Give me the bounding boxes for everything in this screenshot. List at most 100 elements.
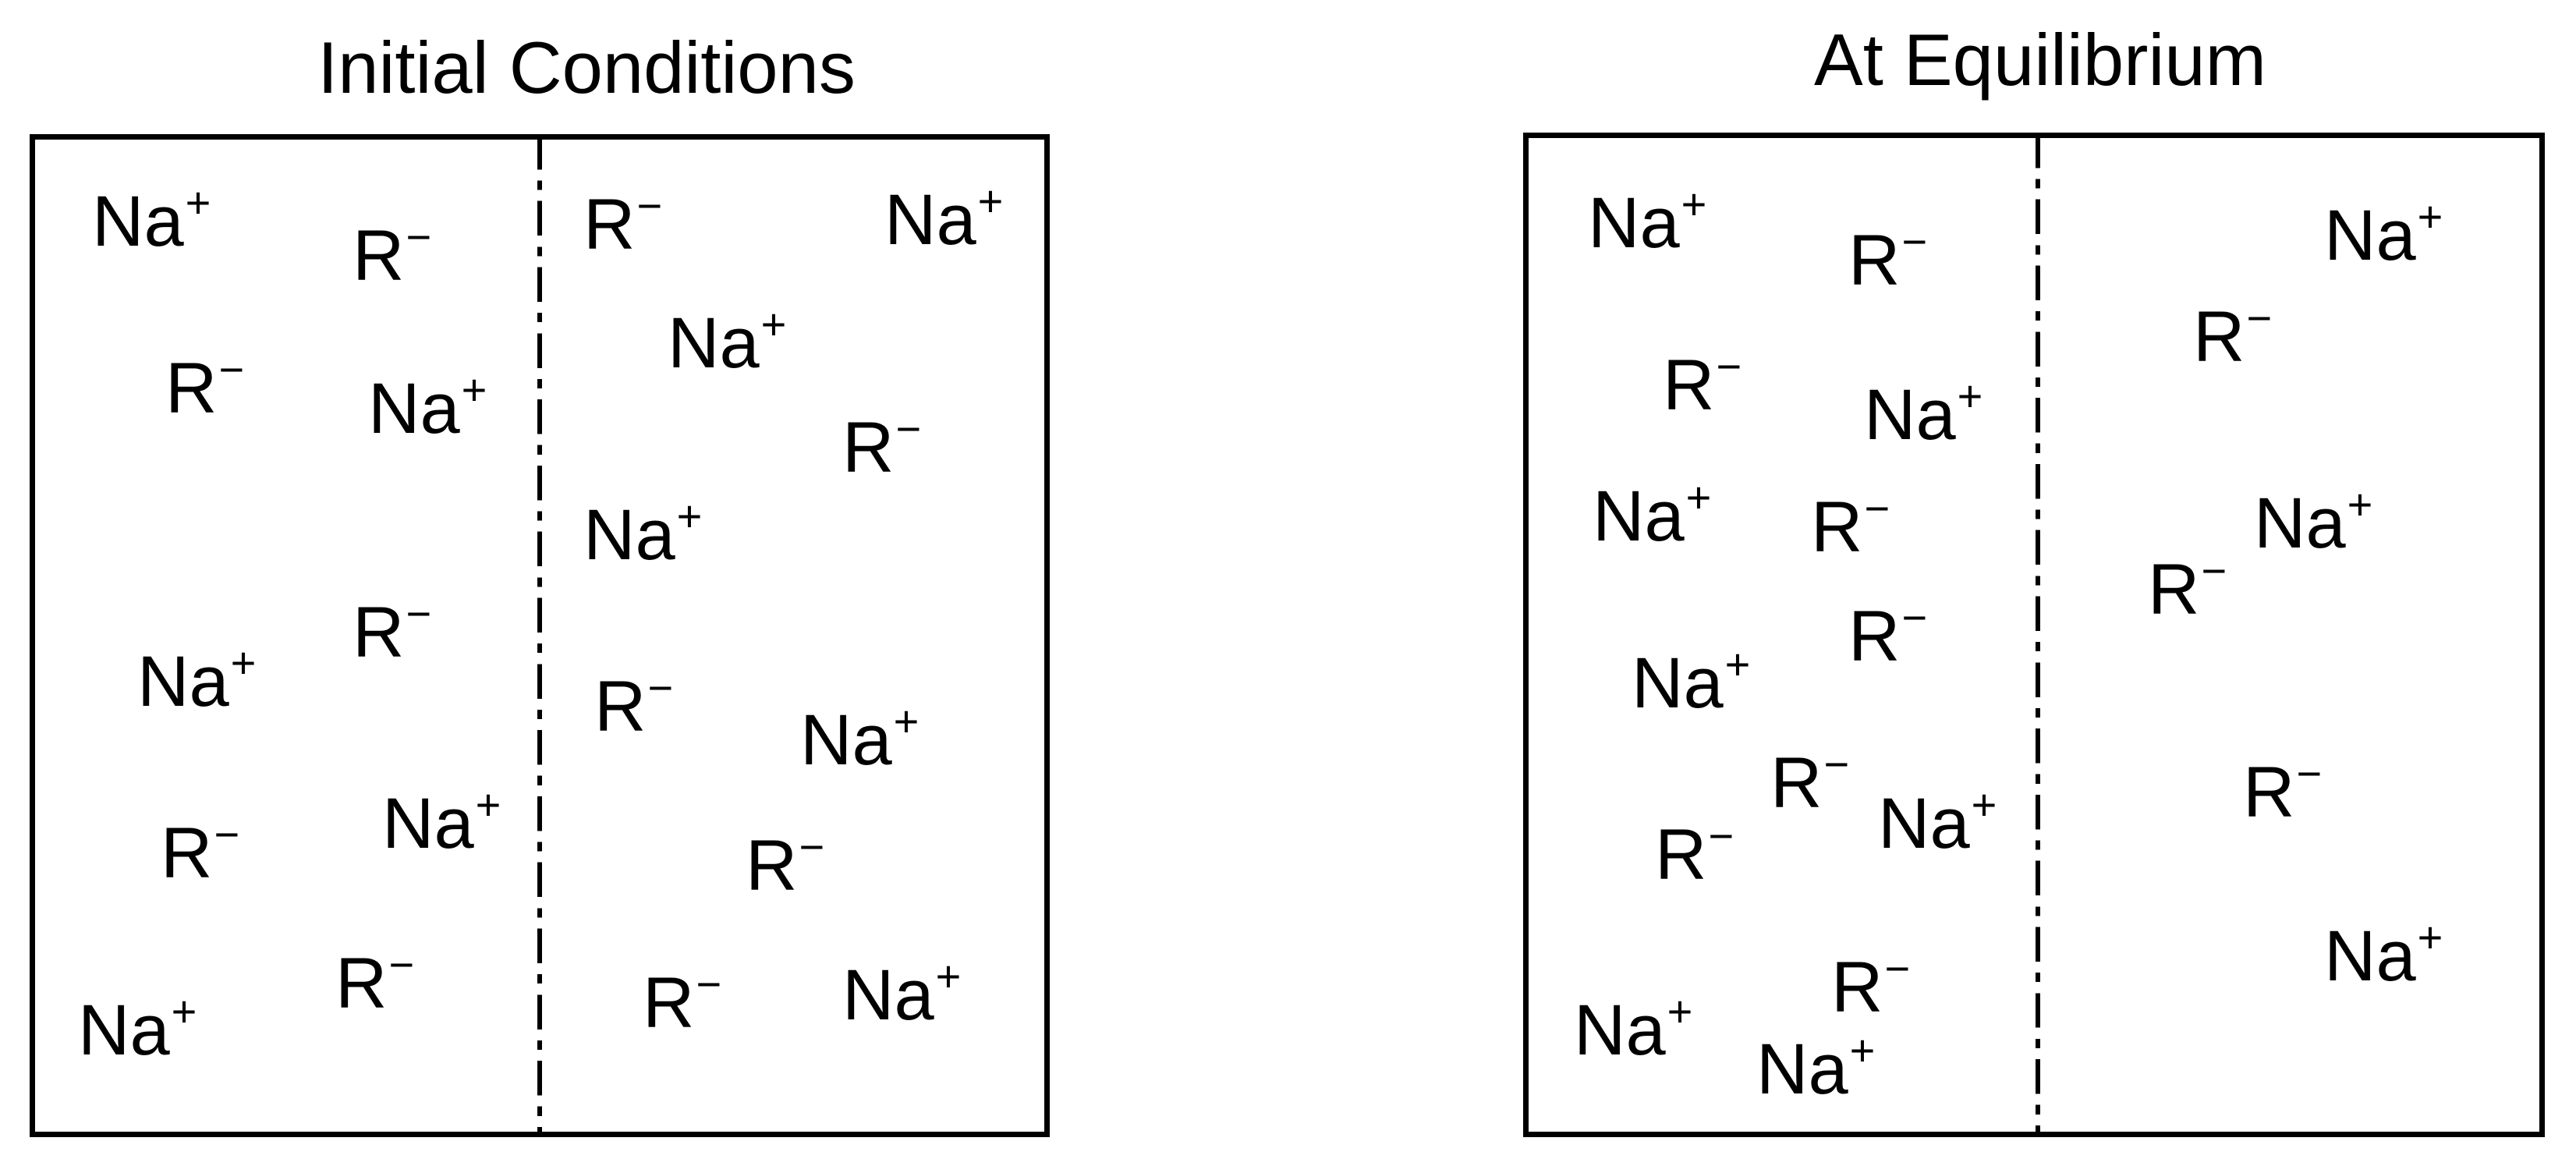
sodium-ion: Na+: [368, 368, 487, 445]
positive-charge: +: [475, 780, 501, 829]
anion: R−: [2148, 549, 2227, 626]
positive-charge: +: [977, 176, 1004, 225]
sodium-ion: Na+: [2324, 916, 2443, 993]
positive-charge: +: [230, 638, 257, 687]
anion: R−: [1655, 814, 1734, 891]
anion: R−: [1663, 345, 1742, 422]
positive-charge: +: [1667, 987, 1693, 1036]
initial-conditions-container: [30, 134, 1050, 1137]
sodium-symbol: Na: [78, 991, 170, 1070]
sodium-symbol: Na: [1864, 375, 1956, 455]
anion-symbol: R: [746, 826, 798, 906]
sodium-symbol: Na: [842, 955, 934, 1035]
sodium-ion: Na+: [1632, 643, 1750, 720]
sodium-ion: Na+: [668, 303, 786, 380]
sodium-symbol: Na: [884, 180, 976, 260]
anion-symbol: R: [161, 813, 213, 893]
sodium-symbol: Na: [2254, 484, 2346, 563]
anion-symbol: R: [1770, 743, 1823, 823]
sodium-symbol: Na: [1878, 784, 1970, 863]
positive-charge: +: [893, 696, 919, 746]
sodium-ion: Na+: [382, 783, 501, 860]
sodium-ion: Na+: [1593, 476, 1711, 553]
sodium-symbol: Na: [1632, 643, 1724, 723]
negative-charge: −: [2201, 546, 2227, 595]
negative-charge: −: [1716, 342, 1742, 391]
anion: R−: [1811, 487, 1890, 564]
sodium-symbol: Na: [382, 784, 474, 863]
anion-symbol: R: [165, 349, 218, 428]
sodium-symbol: Na: [668, 303, 760, 383]
positive-charge: +: [1685, 473, 1712, 522]
anion: R−: [2193, 296, 2272, 374]
sodium-symbol: Na: [2324, 916, 2416, 996]
negative-charge: −: [1864, 484, 1890, 533]
sodium-ion: Na+: [92, 181, 211, 258]
positive-charge: +: [1681, 179, 1707, 229]
sodium-symbol: Na: [2324, 196, 2416, 275]
negative-charge: −: [218, 345, 245, 394]
anion: R−: [161, 813, 239, 890]
negative-charge: −: [696, 959, 722, 1008]
negative-charge: −: [1823, 739, 1850, 789]
semipermeable-membrane: [2036, 138, 2040, 1132]
anion: R−: [335, 943, 414, 1020]
anion: R−: [353, 215, 431, 292]
positive-charge: +: [676, 491, 703, 540]
anion: R−: [594, 666, 673, 743]
sodium-ion: Na+: [78, 990, 197, 1067]
negative-charge: −: [895, 404, 922, 453]
anion-symbol: R: [1848, 597, 1901, 676]
anion-symbol: R: [842, 408, 895, 487]
sodium-symbol: Na: [137, 642, 229, 721]
anion: R−: [165, 348, 244, 425]
anion-symbol: R: [594, 667, 647, 746]
sodium-ion: Na+: [1864, 374, 1982, 452]
negative-charge: −: [1901, 593, 1928, 642]
sodium-ion: Na+: [137, 641, 256, 718]
positive-charge: +: [1971, 780, 1997, 829]
sodium-ion: Na+: [1756, 1029, 1875, 1106]
positive-charge: +: [2417, 192, 2443, 241]
negative-charge: −: [2246, 293, 2273, 342]
sodium-symbol: Na: [1588, 183, 1680, 263]
anion: R−: [643, 962, 721, 1040]
sodium-ion: Na+: [800, 700, 919, 777]
anion: R−: [1831, 947, 1910, 1024]
sodium-symbol: Na: [368, 369, 460, 448]
sodium-ion: Na+: [1588, 183, 1706, 260]
anion-symbol: R: [2243, 753, 2295, 832]
sodium-symbol: Na: [92, 182, 184, 261]
anion-symbol: R: [1663, 346, 1715, 425]
sodium-ion: Na+: [2254, 483, 2372, 560]
positive-charge: +: [185, 178, 211, 227]
sodium-symbol: Na: [1756, 1030, 1848, 1109]
sodium-symbol: Na: [583, 495, 675, 575]
anion-symbol: R: [335, 944, 388, 1023]
anion: R−: [1848, 220, 1927, 297]
sodium-ion: Na+: [583, 494, 702, 572]
sodium-ion: Na+: [884, 179, 1003, 257]
negative-charge: −: [647, 663, 674, 712]
positive-charge: +: [171, 987, 197, 1036]
anion: R−: [1770, 742, 1849, 820]
positive-charge: +: [760, 299, 787, 349]
sodium-symbol: Na: [1574, 991, 1666, 1070]
anion-symbol: R: [1831, 948, 1883, 1027]
positive-charge: +: [2417, 913, 2443, 962]
sodium-symbol: Na: [1593, 477, 1685, 556]
positive-charge: +: [1724, 640, 1751, 689]
positive-charge: +: [2347, 480, 2373, 529]
sodium-ion: Na+: [1878, 783, 1997, 860]
anion-symbol: R: [1811, 487, 1863, 567]
negative-charge: −: [388, 940, 415, 989]
sodium-ion: Na+: [1574, 990, 1692, 1067]
anion: R−: [1848, 596, 1927, 673]
anion-symbol: R: [2148, 550, 2200, 629]
equilibrium-container: [1523, 133, 2545, 1137]
anion: R−: [842, 407, 921, 484]
anion-symbol: R: [583, 185, 636, 264]
negative-charge: −: [636, 181, 663, 230]
negative-charge: −: [214, 810, 240, 859]
negative-charge: −: [1884, 944, 1911, 993]
